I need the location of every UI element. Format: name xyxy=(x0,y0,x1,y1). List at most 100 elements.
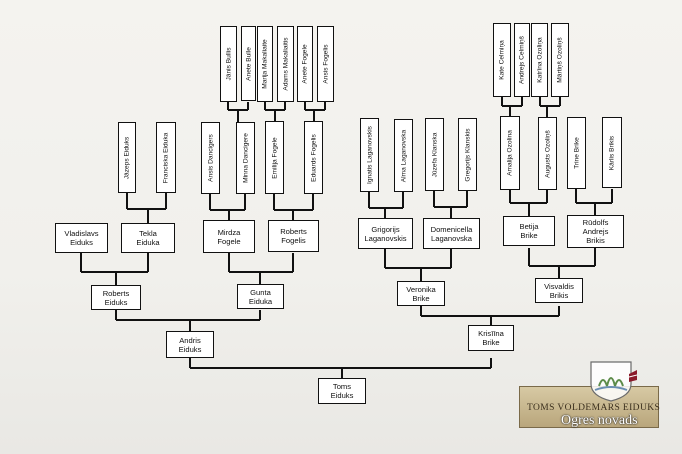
person-amalija-ozolina: Amalija Ozolina xyxy=(500,116,520,190)
connector-line xyxy=(247,102,249,110)
person-ignatis-laganovskis: Ignatis Laganovskis xyxy=(360,118,379,192)
connector-line xyxy=(575,189,577,203)
connector-line xyxy=(558,306,560,316)
person-katrina-ozolina: Katrīna Ozoliņa xyxy=(531,23,548,97)
person-emilija-fogele: Emilija Fogele xyxy=(265,121,284,194)
person-minna-dancigere: Minna Dancigere xyxy=(236,122,255,194)
connector-line xyxy=(237,110,239,122)
connector-line xyxy=(420,268,422,281)
connector-line xyxy=(313,110,315,121)
person-karlis-brikis: Kārlis Brikis xyxy=(602,117,622,188)
person-gunta-eiduka: Gunta Eiduka xyxy=(237,284,284,309)
connector-line xyxy=(210,209,245,211)
person-andrejs-celmins: Andrejs Celmiņš xyxy=(514,23,530,97)
connector-line xyxy=(369,207,403,209)
connector-line xyxy=(368,192,370,208)
person-tekla-eiduka: Tekla Eiduka xyxy=(121,223,175,253)
connector-line xyxy=(115,272,117,285)
person-franciska-eiduka: Franciska Eiduka xyxy=(156,122,176,193)
connector-line xyxy=(558,266,560,278)
connector-line xyxy=(450,207,452,218)
person-visvaldis-brikis: Visvaldis Brikis xyxy=(535,278,583,303)
connector-line xyxy=(147,253,149,272)
connector-line xyxy=(433,191,435,207)
connector-line xyxy=(509,106,511,116)
logo-title: TOMS VOLDEMARS EIDUKS xyxy=(527,403,661,413)
person-betija-brike: Betija Brike xyxy=(503,216,555,246)
connector-line xyxy=(611,189,613,203)
connector-line xyxy=(265,109,285,111)
connector-line xyxy=(546,190,548,203)
person-kristina-brike: Krisīīna Brike xyxy=(468,325,514,351)
connector-line xyxy=(490,358,492,368)
connector-line xyxy=(274,209,313,211)
connector-line xyxy=(304,102,306,110)
connector-line xyxy=(341,368,343,378)
person-martins-ozolins: Mārtiņš Ozoliņš xyxy=(551,23,569,97)
connector-line xyxy=(273,194,275,210)
connector-line xyxy=(594,248,596,266)
connector-line xyxy=(510,202,547,204)
connector-line xyxy=(115,310,117,320)
connector-line xyxy=(116,319,260,321)
connector-line xyxy=(80,253,82,272)
connector-line xyxy=(490,316,492,325)
connector-line xyxy=(434,206,467,208)
connector-line xyxy=(305,109,325,111)
person-augusts-ozolins: Augusts Ozoliņš xyxy=(538,117,557,190)
connector-line xyxy=(384,249,386,268)
person-mirdza-fogele: Mirdza Fogele xyxy=(203,220,255,253)
connector-line xyxy=(559,97,561,106)
connector-line xyxy=(264,102,266,110)
connector-line xyxy=(189,320,191,331)
logo-region: Ogres novads xyxy=(561,413,638,428)
person-anete-fogele: Anete Fogele xyxy=(297,26,313,102)
connector-line xyxy=(244,194,246,210)
connector-line xyxy=(126,193,128,209)
person-alma-laganovska: Alma Laganovska xyxy=(394,119,413,192)
person-rudolfs-andrejs-brikis: Rūdolfs Andrejs Brikis xyxy=(567,215,624,248)
person-ansis-dancigers: Ansis Dancigers xyxy=(201,122,220,194)
person-grigorijs-laganovskis: Grigorijs Laganovskis xyxy=(358,218,413,249)
connector-line xyxy=(501,97,503,106)
connector-line xyxy=(466,191,468,207)
connector-line xyxy=(292,210,294,220)
person-anete-bulle: Anete Bulle xyxy=(241,26,256,101)
connector-line xyxy=(284,102,286,110)
connector-line xyxy=(227,102,229,110)
connector-line xyxy=(540,105,560,107)
connector-line xyxy=(228,253,230,272)
person-toms-eiduks: Toms Eiduks xyxy=(318,378,366,404)
connector-line xyxy=(228,210,230,220)
connector-line xyxy=(539,97,541,106)
connector-line xyxy=(228,109,248,111)
connector-line xyxy=(502,105,522,107)
ogre-crest-icon xyxy=(590,361,637,402)
name-plaque xyxy=(519,386,659,428)
connector-line xyxy=(229,271,293,273)
connector-line xyxy=(529,265,595,267)
connector-line xyxy=(209,194,211,210)
connector-line xyxy=(576,202,612,204)
connector-line xyxy=(127,208,166,210)
person-marija-makaliaite: Marija Makaliaite xyxy=(257,26,273,102)
person-trine-brike: Trine Brike xyxy=(567,117,586,189)
connector-line xyxy=(450,249,452,268)
connector-line xyxy=(189,358,191,368)
person-adams-makaliaitis: Adams Makaliaitis xyxy=(277,26,294,102)
person-vladislavs-eiduks: Vladislavs Eiduks xyxy=(55,223,108,253)
connector-line xyxy=(324,102,326,110)
person-veronika-brike: Veronika Brike xyxy=(397,281,445,306)
person-juzefa-klanska: Jūzefa Klanska xyxy=(425,118,444,191)
connector-line xyxy=(147,209,149,223)
connector-line xyxy=(528,203,530,216)
person-roberts-eiduks: Roberts Eiduks xyxy=(91,285,141,310)
watermark-logo: TOMS VOLDEMARS EIDUKS Ogres novads xyxy=(519,361,679,436)
person-janis-bullis: Jānis Bullis xyxy=(220,26,237,102)
connector-line xyxy=(594,203,596,215)
connector-line xyxy=(521,97,523,106)
person-andris-eiduks: Andris Eiduks xyxy=(166,331,214,358)
person-gregorijs-klanskis: Gregorijs Klanskis xyxy=(458,118,477,191)
connector-line xyxy=(402,192,404,208)
connector-line xyxy=(421,315,559,317)
